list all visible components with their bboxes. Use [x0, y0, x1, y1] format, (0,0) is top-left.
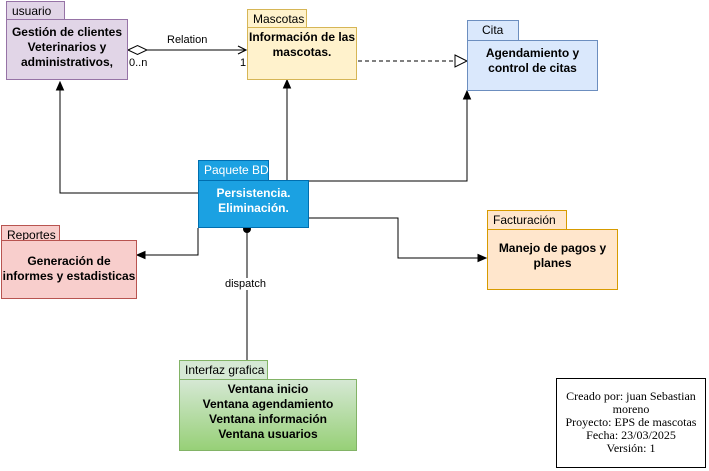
- package-mascotas-tab: Mascotas: [247, 9, 307, 28]
- package-paquete-bd-line: Persistencia.: [216, 186, 291, 200]
- package-reportes-body[interactable]: Generación de informes y estadisticas: [1, 240, 137, 299]
- package-interfaz-body[interactable]: Ventana inicio Ventana agendamiento Vent…: [179, 379, 357, 451]
- info-note: Creado por: juan Sebastian moreno Proyec…: [556, 378, 706, 468]
- package-paquete-bd-tab: Paquete BD: [198, 160, 269, 181]
- package-reportes-line: informes y estadisticas: [2, 269, 136, 283]
- package-usuario-line: Gestión de clientes: [11, 25, 123, 39]
- package-facturacion-tab: Facturación: [487, 210, 567, 230]
- package-interfaz-line: Ventana usuarios: [218, 427, 318, 441]
- package-interfaz-line: Ventana inicio: [227, 382, 309, 396]
- edge-bd-usuario: [60, 82, 198, 194]
- package-usuario-body[interactable]: Gestión de clientes Veterinarios y admin…: [6, 19, 128, 80]
- target-multiplicity: 1: [240, 57, 247, 69]
- note-line: Creado por: juan Sebastian: [566, 389, 696, 403]
- package-interfaz-line: Ventana información: [208, 412, 328, 426]
- note-line: Versión: 1: [606, 441, 656, 455]
- note-line: Proyecto: EPS de mascotas: [565, 415, 697, 429]
- dispatch-label: dispatch: [225, 278, 266, 290]
- note-line: moreno: [612, 402, 650, 416]
- package-cita-body[interactable]: Agendamiento y control de citas: [467, 40, 598, 91]
- package-cita-line: control de citas: [488, 61, 577, 75]
- package-facturacion-body[interactable]: Manejo de pagos y planes: [487, 229, 618, 290]
- source-multiplicity: 0..n: [129, 57, 148, 69]
- package-facturacion-line: planes: [533, 256, 572, 270]
- relation-usuario-mascotas: [126, 44, 246, 56]
- package-usuario-line: administrativos,: [20, 55, 114, 69]
- package-cita-tab: Cita: [467, 20, 519, 41]
- package-usuario-line: Veterinarios y: [27, 40, 107, 54]
- package-usuario-tab: usuario: [6, 1, 65, 20]
- edge-bd-interfaz: [243, 225, 251, 378]
- edge-bd-reportes: [137, 228, 199, 255]
- package-interfaz-line: Ventana agendamiento: [202, 397, 334, 411]
- package-reportes-line: Generación de: [27, 254, 111, 268]
- package-cita-line: Agendamiento y: [485, 46, 580, 60]
- relation-label: Relation: [167, 34, 208, 46]
- aggregation-diamond-icon: [126, 44, 149, 56]
- note-line: Fecha: 23/03/2025: [586, 428, 676, 442]
- edge-bd-facturacion: [309, 217, 486, 258]
- package-mascotas-line: mascotas.: [272, 45, 332, 59]
- package-paquete-bd-line: Eliminación.: [218, 201, 289, 215]
- package-mascotas-body[interactable]: Información de las mascotas.: [247, 27, 357, 80]
- package-paquete-bd-body[interactable]: Persistencia. Eliminación.: [198, 180, 309, 228]
- edge-bd-cita: [287, 91, 467, 182]
- package-facturacion-line: Manejo de pagos y: [498, 241, 607, 255]
- package-interfaz-tab: Interfaz grafica: [179, 360, 268, 380]
- package-reportes-tab: Reportes: [1, 225, 60, 244]
- package-mascotas-line: Información de las: [248, 30, 356, 44]
